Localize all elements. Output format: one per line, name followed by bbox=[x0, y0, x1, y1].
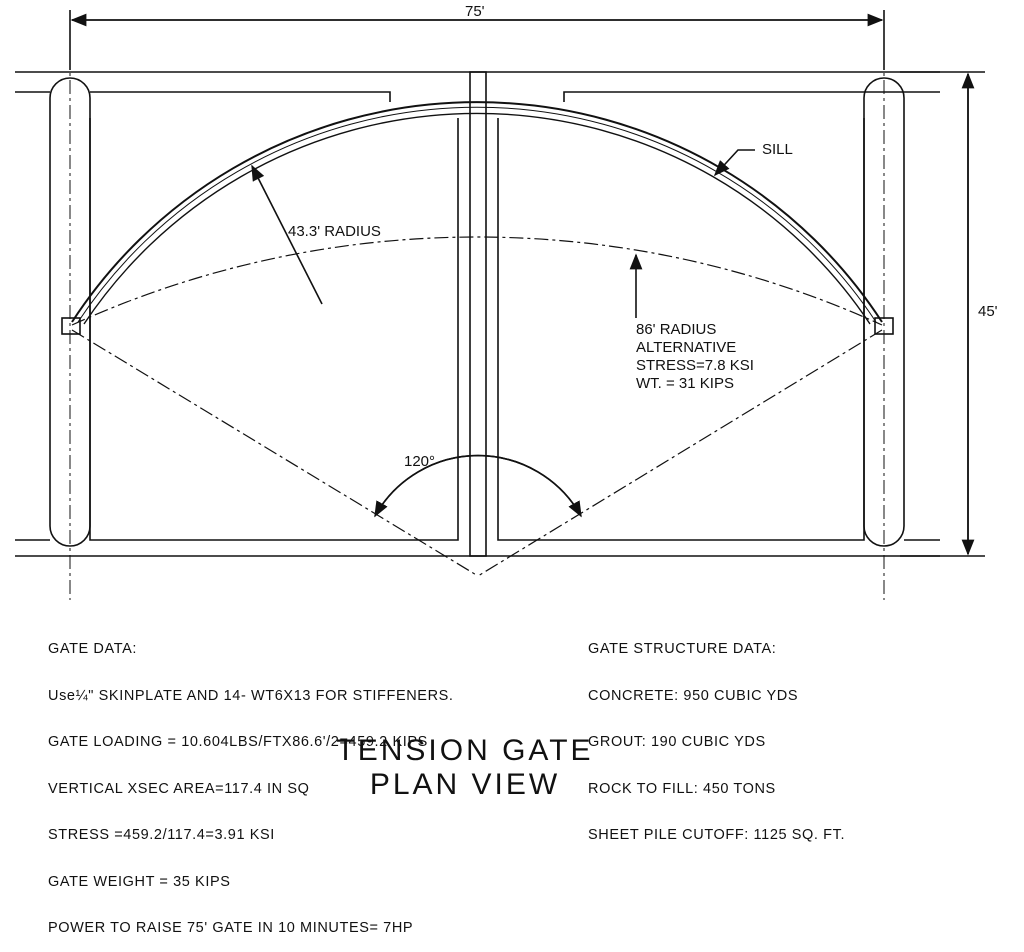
sill-label: SILL bbox=[762, 141, 793, 158]
plan-drawing: 75' 45' SILL 43.3' RADIUS 86' RADIUS ALT… bbox=[15, 3, 998, 600]
alt-line-4: WT. = 31 KIPS bbox=[636, 375, 734, 392]
gate-data-line: VERTICAL XSEC AREA=117.4 IN SQ bbox=[48, 780, 310, 797]
gate-data-line: POWER TO RAISE 75' GATE IN 10 MINUTES= 7… bbox=[48, 920, 414, 936]
structure-data-line: SHEET PILE CUTOFF: 1125 SQ. FT. bbox=[588, 827, 846, 843]
structure-data-heading: GATE STRUCTURE DATA: bbox=[588, 641, 777, 657]
height-dimension bbox=[900, 71, 985, 557]
structure-data-line: ROCK TO FILL: 450 TONS bbox=[588, 780, 776, 797]
gate-data-heading: GATE DATA: bbox=[48, 641, 137, 657]
gate-arc bbox=[71, 101, 883, 325]
sill-leader bbox=[713, 149, 755, 177]
width-label: 75' bbox=[465, 3, 485, 20]
angle-label: 120° bbox=[404, 453, 435, 470]
centerlines bbox=[69, 30, 885, 600]
height-label: 45' bbox=[978, 303, 998, 320]
gate-data-line: Use¼" SKINPLATE AND 14- WT6X13 FOR STIFF… bbox=[48, 687, 454, 704]
alt-line-2: ALTERNATIVE bbox=[636, 339, 736, 356]
walls bbox=[15, 71, 940, 557]
alt-line-3: STRESS=7.8 KSI bbox=[636, 357, 754, 374]
gate-data-line: STRESS =459.2/117.4=3.91 KSI bbox=[48, 827, 275, 843]
left-post bbox=[49, 77, 91, 547]
center-pier bbox=[469, 71, 487, 557]
structure-data-line: GROUT: 190 CUBIC YDS bbox=[588, 734, 766, 750]
gate-data-line: GATE LOADING = 10.604LBS/FTX86.6'/2=459.… bbox=[48, 734, 428, 750]
title-line-1: TENSION GATE bbox=[336, 734, 594, 767]
radius-label: 43.3' RADIUS bbox=[288, 223, 381, 240]
left-hinge bbox=[61, 317, 81, 335]
alternative-arc bbox=[71, 236, 883, 577]
radius-leader bbox=[251, 164, 323, 305]
title-line-2: PLAN VIEW bbox=[369, 768, 561, 801]
alt-line-1: 86' RADIUS bbox=[636, 321, 716, 338]
right-post bbox=[863, 77, 905, 547]
structure-data-line: CONCRETE: 950 CUBIC YDS bbox=[588, 687, 799, 704]
gate-data-line: GATE WEIGHT = 35 KIPS bbox=[48, 873, 231, 890]
